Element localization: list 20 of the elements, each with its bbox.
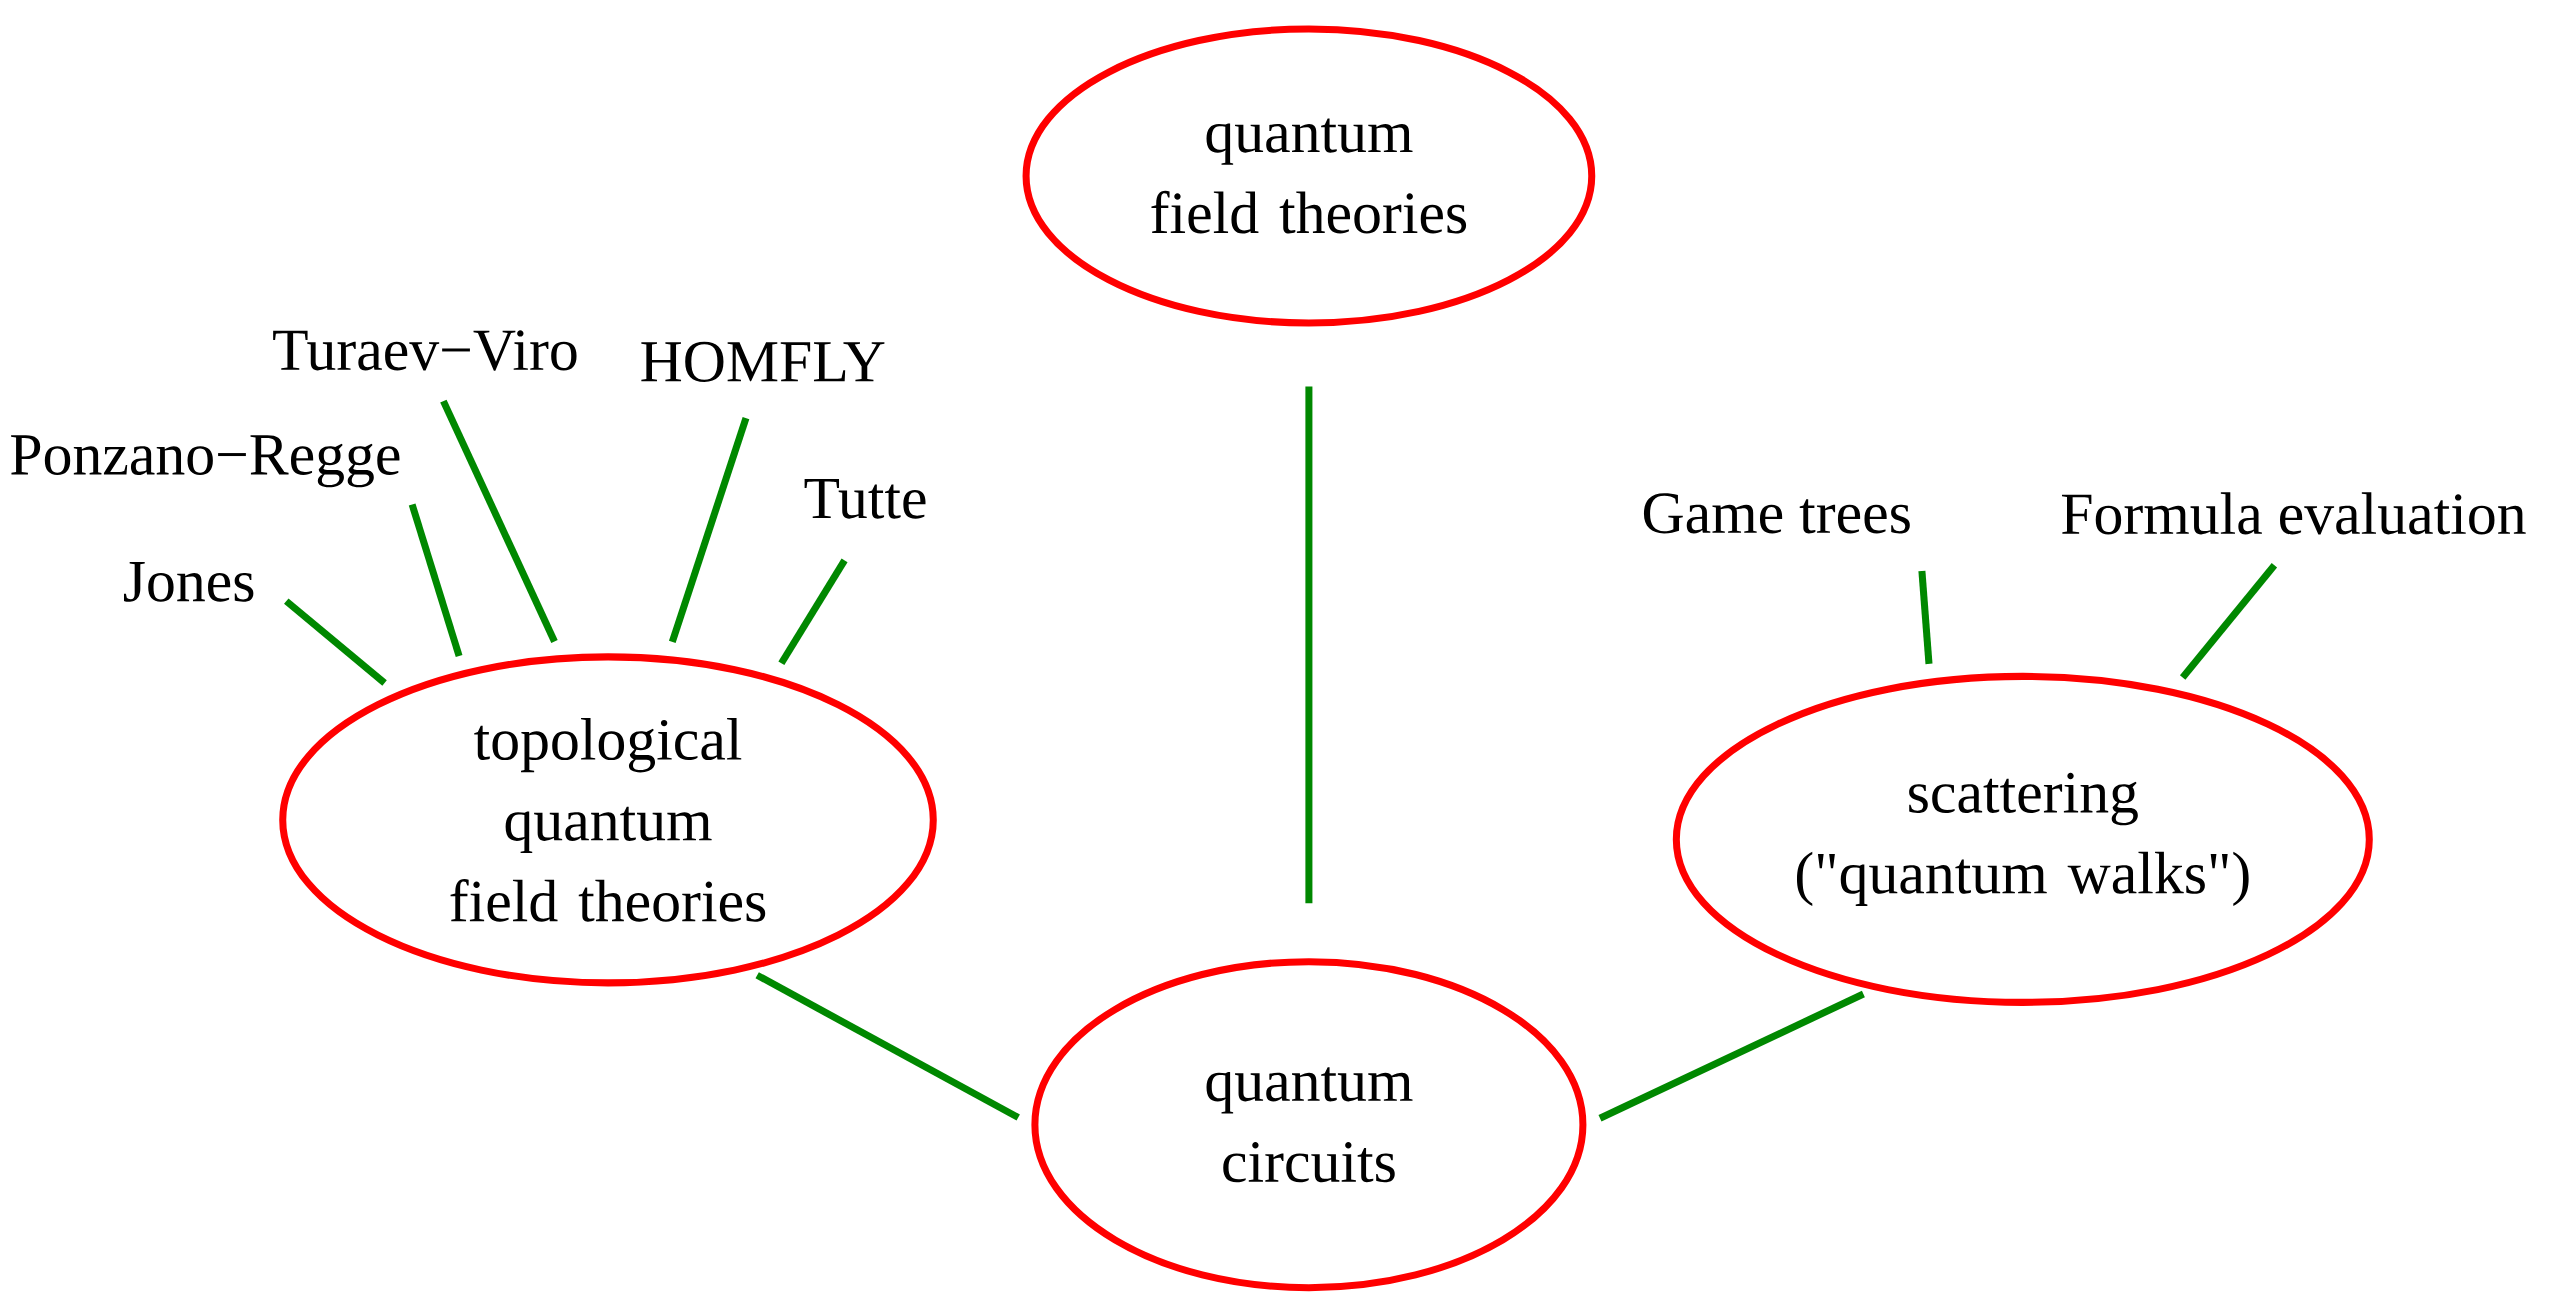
connector-line bbox=[1918, 570, 1933, 665]
ellipse-node: scattering ("quantum walks") bbox=[1672, 672, 2373, 1006]
node-label: Formula evaluation bbox=[2062, 492, 2526, 535]
connector-line bbox=[668, 417, 750, 643]
connector-line bbox=[440, 399, 558, 643]
connector-line bbox=[284, 598, 387, 686]
node-label: HOMFLY bbox=[641, 341, 885, 382]
node-label: Game trees bbox=[1643, 493, 1910, 534]
ellipse-node: topological quantum field theories bbox=[279, 653, 937, 987]
node-label: Ponzano−Regge bbox=[11, 435, 400, 488]
connector-line bbox=[2179, 563, 2278, 680]
node-label: Tutte bbox=[804, 478, 926, 519]
ellipse-node: quantum field theories bbox=[1022, 25, 1596, 327]
connector-line bbox=[408, 503, 463, 657]
connector-line bbox=[778, 558, 848, 666]
node-label: Jones bbox=[124, 562, 254, 602]
ellipse-node: quantum circuits bbox=[1031, 958, 1587, 1292]
node-label: Turaev−Viro bbox=[273, 330, 577, 371]
connector-line bbox=[755, 972, 1020, 1121]
connector-line bbox=[1598, 990, 1865, 1122]
